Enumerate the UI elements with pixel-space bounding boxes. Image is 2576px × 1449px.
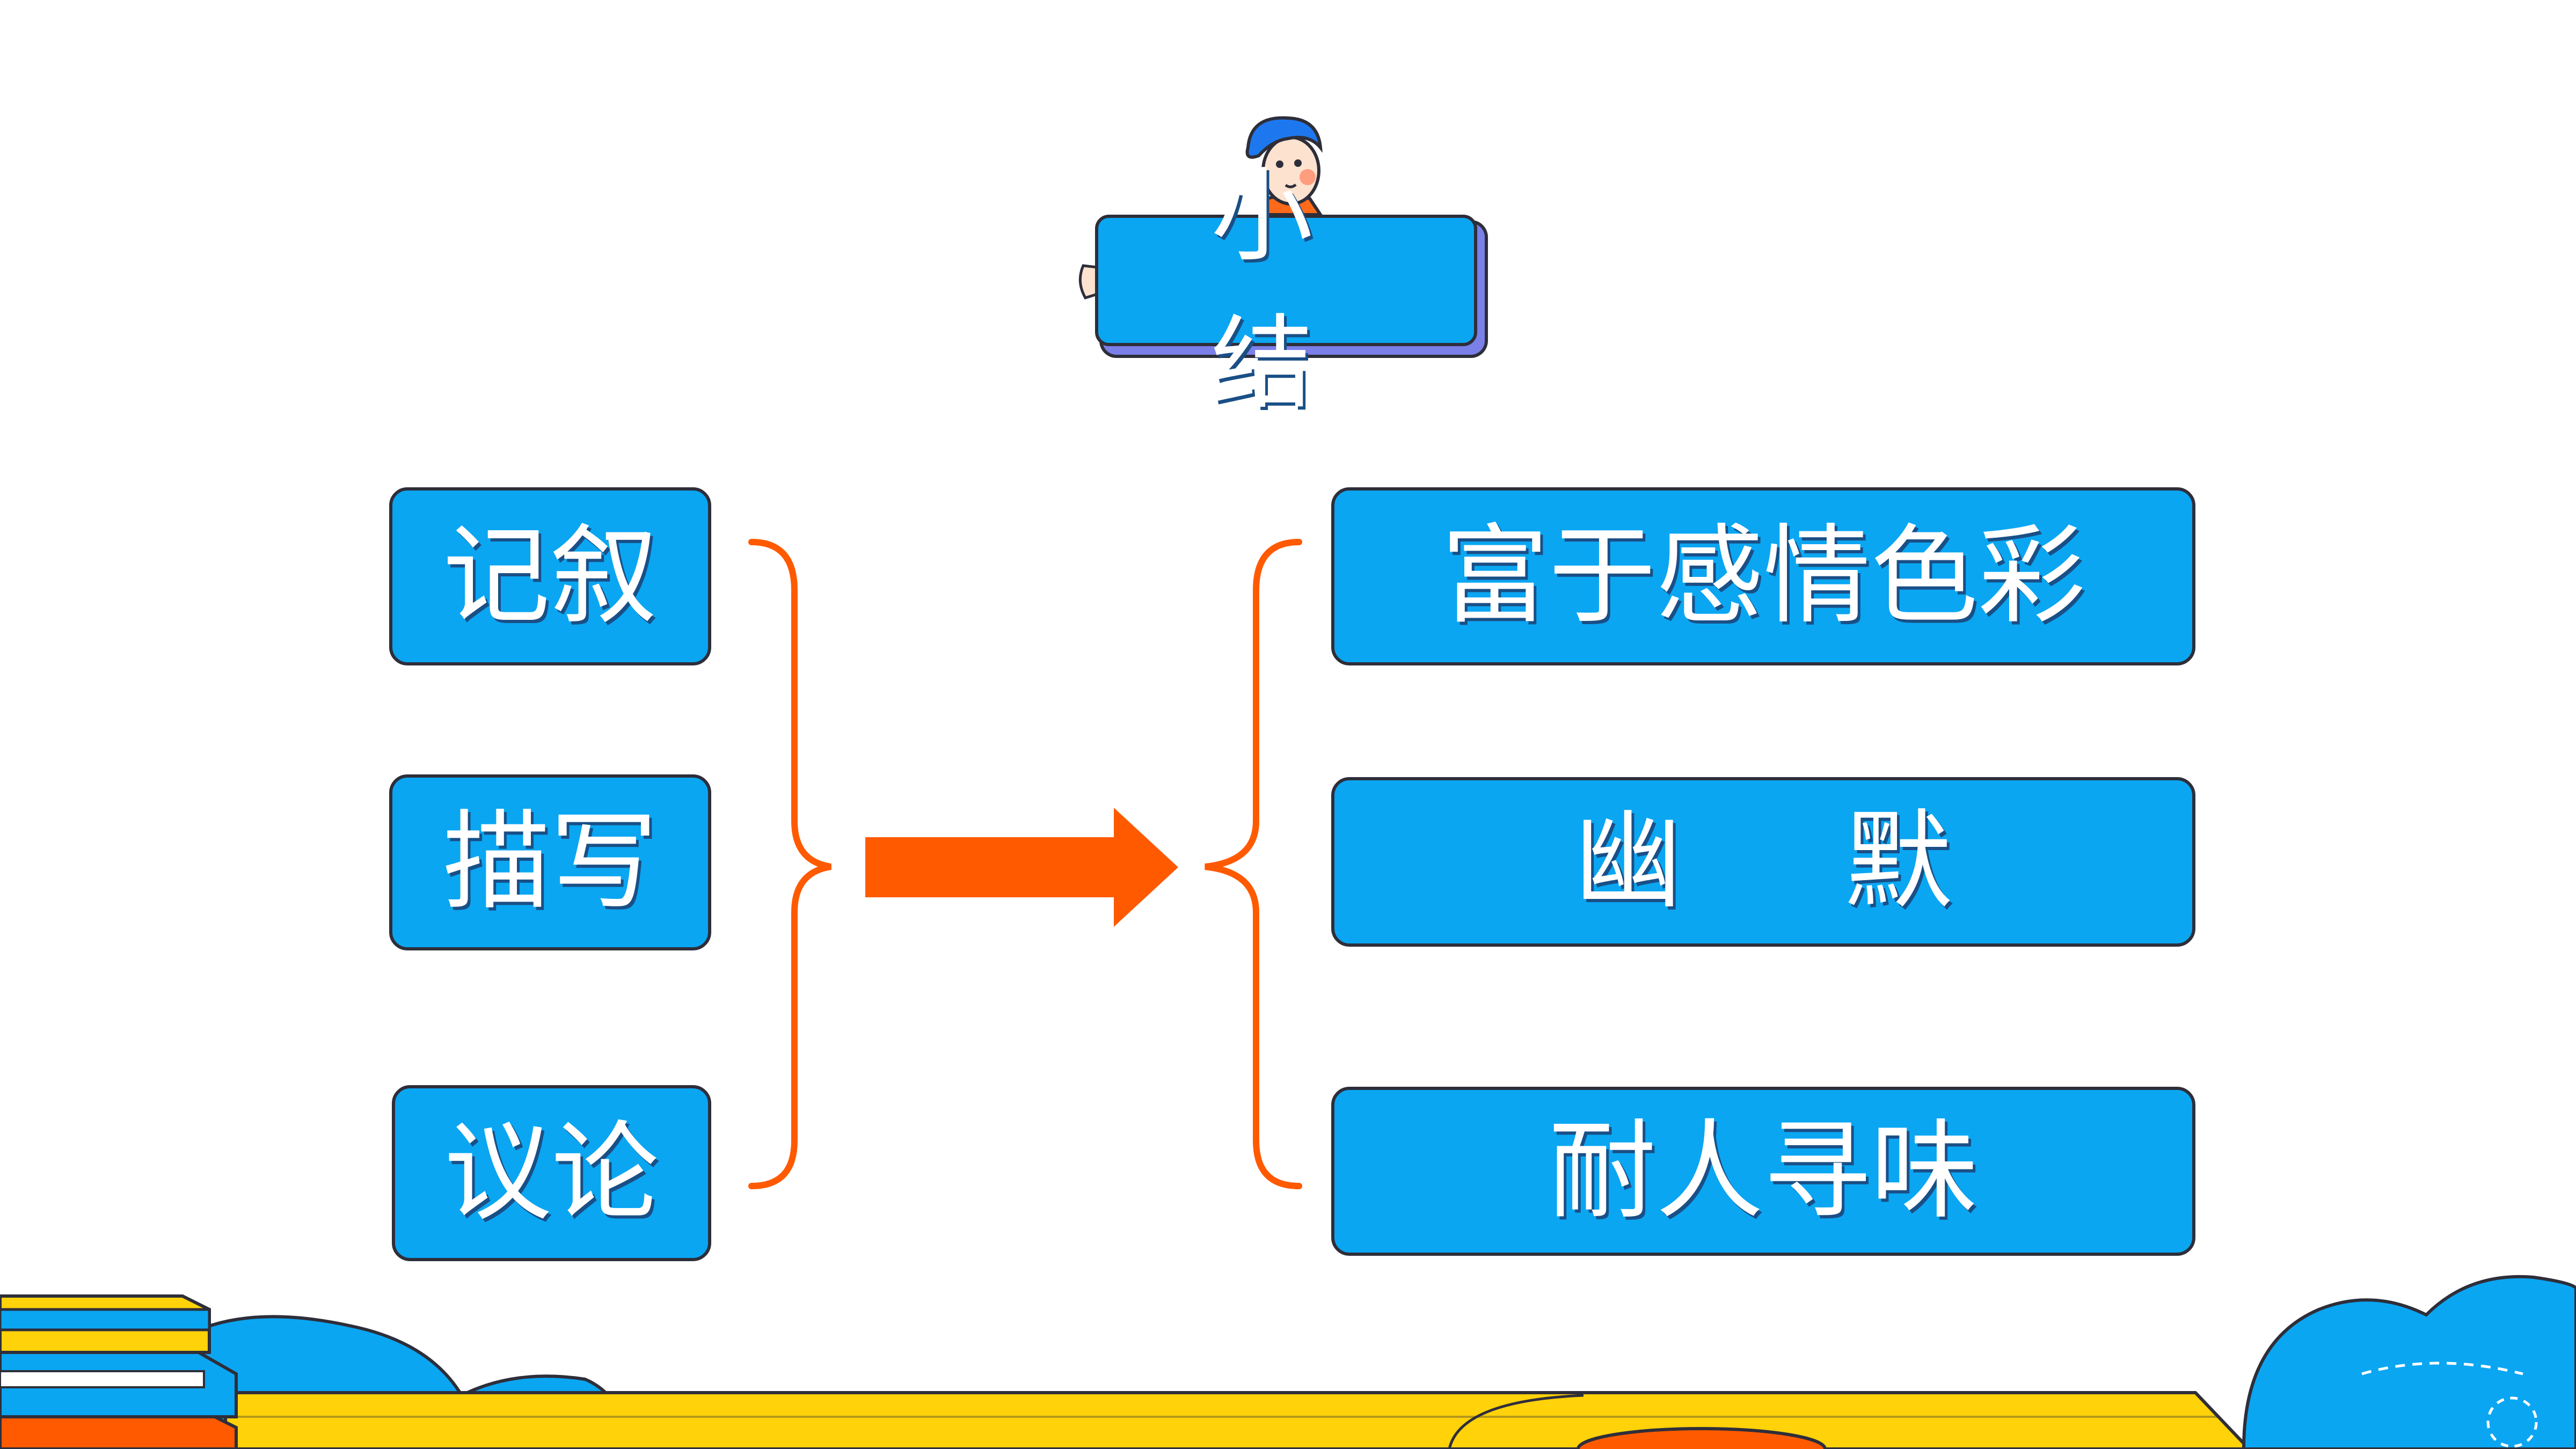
right-item-emotional: 富于感情色彩 [1331,487,2195,665]
left-item-argument: 议论 [392,1085,711,1261]
cloud-icon [2242,1275,2576,1449]
right-item-thought-provoking: 耐人寻味 [1331,1087,2195,1256]
title-card: 小 结 [1095,157,1477,423]
left-brace [748,539,832,1189]
right-brace [1205,539,1302,1189]
left-item-narration: 记叙 [389,487,711,665]
cartoon-boy-icon [1078,116,1488,299]
left-item-description: 描写 [389,774,711,950]
bottom-scene [0,1275,2576,1449]
arrow-right-icon [865,808,1178,927]
book-stack-icon [0,1294,238,1449]
right-item-humor: 幽 默 [1331,777,2195,947]
